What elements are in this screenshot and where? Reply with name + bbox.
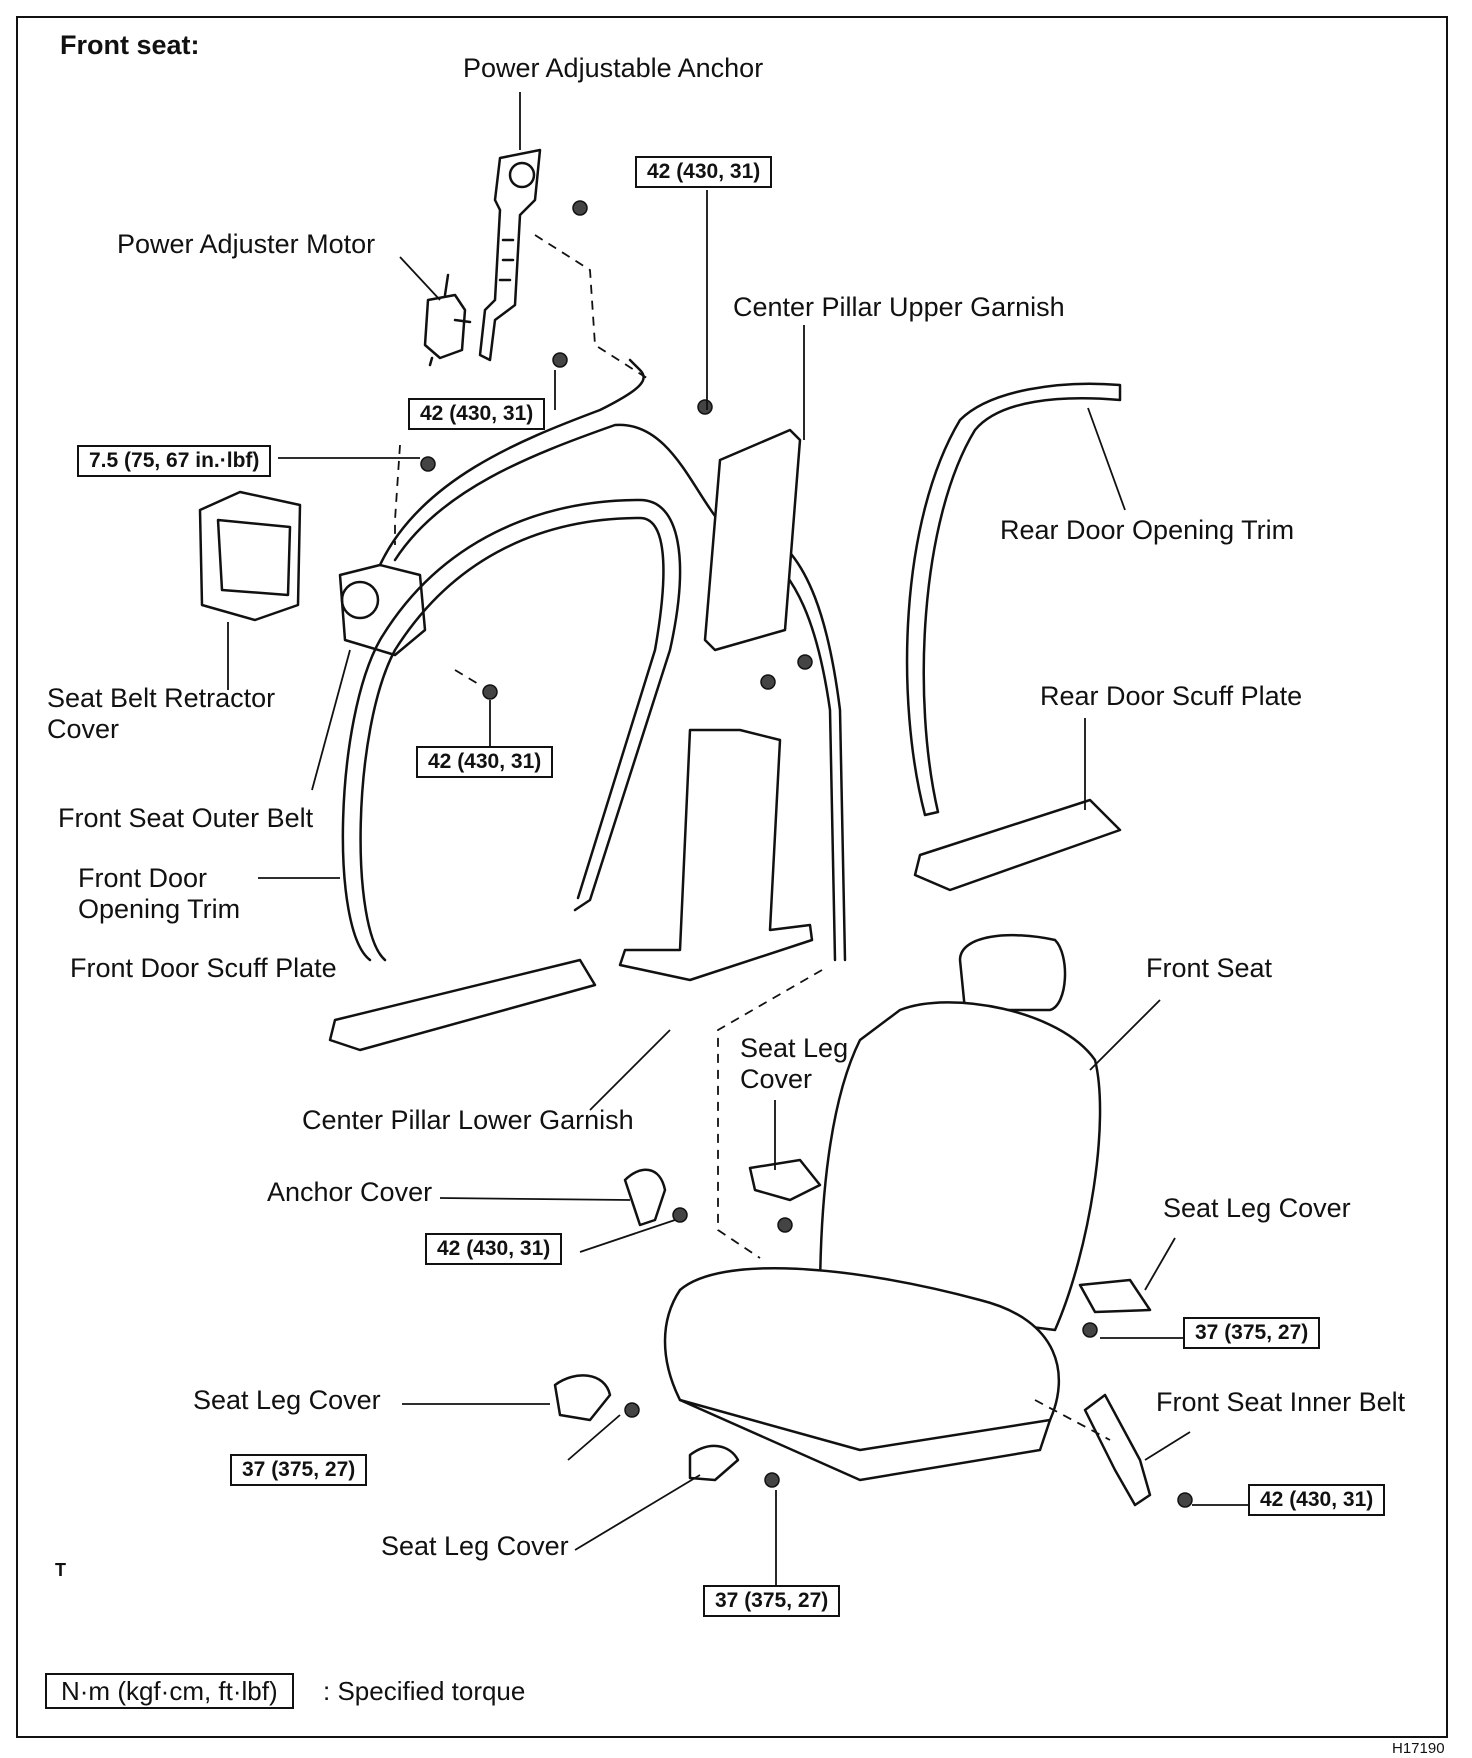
label-front-door-opening-trim: Front Door Opening Trim	[78, 863, 241, 924]
seat-leg-cover-upper-part	[748, 1158, 822, 1202]
label-anchor-cover: Anchor Cover	[267, 1177, 433, 1207]
torque-unit-legend-box: N·m (kgf·cm, ft·lbf)	[45, 1673, 294, 1709]
rear-door-opening-trim-part	[905, 382, 1122, 817]
label-power-adjuster-motor: Power Adjuster Motor	[117, 229, 376, 259]
label-front-seat-inner-belt: Front Seat Inner Belt	[1156, 1387, 1406, 1417]
center-pillar-upper-garnish-part	[703, 428, 802, 652]
torque-callout-anchor-lower: 42 (430, 31)	[408, 398, 546, 430]
seat-belt-retractor-cover-part	[198, 490, 302, 622]
bolts	[420, 200, 1193, 1508]
torque-callout-seat-left: 37 (375, 27)	[230, 1454, 368, 1486]
front-seat-part	[663, 933, 1102, 1482]
center-pillar-lower-garnish-part	[618, 728, 814, 982]
retractor-part	[338, 563, 427, 657]
seat-leg-cover-bottom-part	[688, 1444, 740, 1482]
diagram-frame	[16, 16, 1448, 1738]
label-seat-belt-retractor-cover: Seat Belt Retractor Cover	[47, 683, 276, 744]
seat-leg-cover-left-part	[553, 1374, 612, 1422]
label-rear-door-opening-trim: Rear Door Opening Trim	[1000, 515, 1295, 545]
torque-callout-anchor-upper: 42 (430, 31)	[635, 156, 773, 188]
diagram-title: Front seat:	[60, 30, 200, 60]
label-front-seat: Front Seat	[1146, 953, 1273, 983]
label-front-door-scuff-plate: Front Door Scuff Plate	[70, 953, 337, 983]
torque-callout-seat-right: 37 (375, 27)	[1183, 1317, 1321, 1349]
leader-lines	[227, 92, 1250, 1587]
label-power-adjustable-anchor: Power Adjustable Anchor	[463, 53, 764, 83]
torque-callout-retractor-upper: 7.5 (75, 67 in.·lbf)	[77, 445, 272, 477]
torque-callout-anchor-cover-bolt: 42 (430, 31)	[425, 1233, 563, 1265]
power-adjuster-motor-part	[423, 273, 472, 367]
label-seat-leg-cover-left: Seat Leg Cover	[193, 1385, 381, 1415]
label-front-seat-outer-belt: Front Seat Outer Belt	[58, 803, 314, 833]
front-door-scuff-plate-part	[328, 958, 597, 1052]
torque-callout-inner-belt: 42 (430, 31)	[1248, 1484, 1386, 1516]
torque-callout-seat-bottom: 37 (375, 27)	[703, 1585, 841, 1617]
torque-unit-legend-text: : Specified torque	[323, 1676, 526, 1706]
label-seat-leg-cover-bottom: Seat Leg Cover	[381, 1531, 569, 1561]
corner-mark: T	[55, 1560, 66, 1580]
label-center-pillar-upper-garnish: Center Pillar Upper Garnish	[733, 292, 1065, 322]
rear-door-scuff-plate-part	[913, 798, 1122, 892]
label-rear-door-scuff-plate: Rear Door Scuff Plate	[1040, 681, 1303, 711]
torque-callout-retractor-lower: 42 (430, 31)	[416, 746, 554, 778]
label-seat-leg-cover-right: Seat Leg Cover	[1163, 1193, 1351, 1223]
anchor-cover-part	[623, 1168, 667, 1227]
seat-leg-cover-right-part	[1078, 1278, 1152, 1314]
label-seat-leg-cover-upper: Seat Leg Cover	[740, 1033, 849, 1094]
power-adjustable-anchor-part	[478, 148, 542, 362]
front-seat-inner-belt-part	[1083, 1393, 1152, 1507]
front-door-opening-trim-part	[341, 498, 682, 962]
figure-code: H17190	[1392, 1740, 1445, 1757]
label-center-pillar-lower-garnish: Center Pillar Lower Garnish	[302, 1105, 634, 1135]
